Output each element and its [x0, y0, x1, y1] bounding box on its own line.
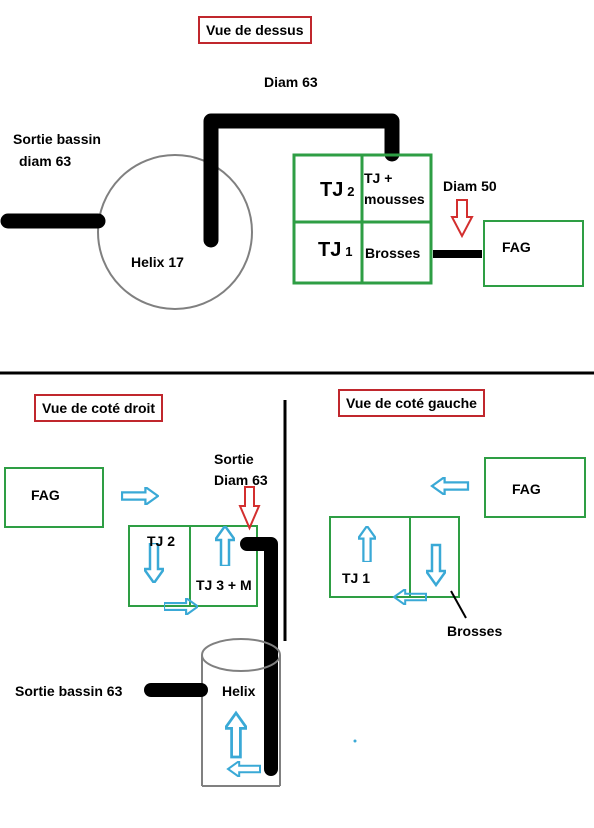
flow-arrow-left-fag — [430, 477, 470, 495]
fag-box-top — [483, 220, 584, 287]
red-down-arrow-right — [238, 486, 261, 531]
tj-mousse-label-1: TJ + — [364, 170, 393, 186]
flow-arrow-up-tj3 — [215, 526, 235, 566]
diam63-pipe — [203, 113, 400, 248]
diam50-label: Diam 50 — [443, 178, 497, 194]
tj2-label: TJ 2 — [320, 179, 354, 201]
flow-arrow-left-helix — [226, 761, 262, 777]
outlet-label-right-2: Diam 63 — [214, 472, 268, 488]
tj-mousse-label-2: mousses — [364, 191, 425, 207]
red-down-arrow-top — [450, 199, 474, 239]
basin-outlet-label-1: Sortie bassin — [13, 131, 101, 147]
basin-outlet-label-right: Sortie bassin 63 — [15, 683, 123, 699]
flow-arrow-up-tj1 — [358, 526, 376, 562]
tj1-label-left: TJ 1 — [342, 570, 371, 586]
diam63-label: Diam 63 — [264, 74, 318, 90]
right-view-title: Vue de coté droit — [34, 394, 164, 422]
outlet-pipe-right — [240, 537, 278, 776]
basin-outlet-label-2: diam 63 — [19, 153, 72, 169]
top-view-title: Vue de dessus — [198, 16, 312, 44]
tj1-index: 1 — [345, 244, 353, 259]
fag-label-top: FAG — [502, 239, 531, 255]
fag-label-left: FAG — [512, 481, 541, 497]
tj1-label: TJ 1 — [318, 239, 352, 261]
brushes-label-left: Brosses — [447, 623, 503, 639]
fag-box-left — [484, 457, 586, 518]
fag-label-right: FAG — [31, 487, 60, 503]
flow-arrow-up-helix — [225, 711, 247, 759]
tj2-label-right: TJ 2 — [147, 533, 176, 549]
helix-label: Helix 17 — [131, 254, 184, 270]
tj3-label-right: TJ 3 + M — [196, 577, 252, 593]
helix-label-right: Helix — [222, 683, 256, 699]
tj2-index: 2 — [347, 184, 355, 199]
stray-dot — [353, 739, 357, 743]
filter-box-right — [128, 525, 258, 607]
tj2-name: TJ — [320, 179, 344, 201]
tj1-name: TJ — [318, 239, 342, 261]
flow-arrow-right-1 — [121, 487, 159, 505]
outlet-label-right-1: Sortie — [214, 451, 254, 467]
left-view-title: Vue de coté gauche — [338, 389, 485, 417]
flow-arrow-down-brushes — [426, 543, 446, 587]
brushes-label-top: Brosses — [365, 245, 421, 261]
brushes-pointer — [450, 590, 467, 619]
helix-circle — [97, 154, 253, 310]
fag-box-right — [4, 467, 104, 528]
